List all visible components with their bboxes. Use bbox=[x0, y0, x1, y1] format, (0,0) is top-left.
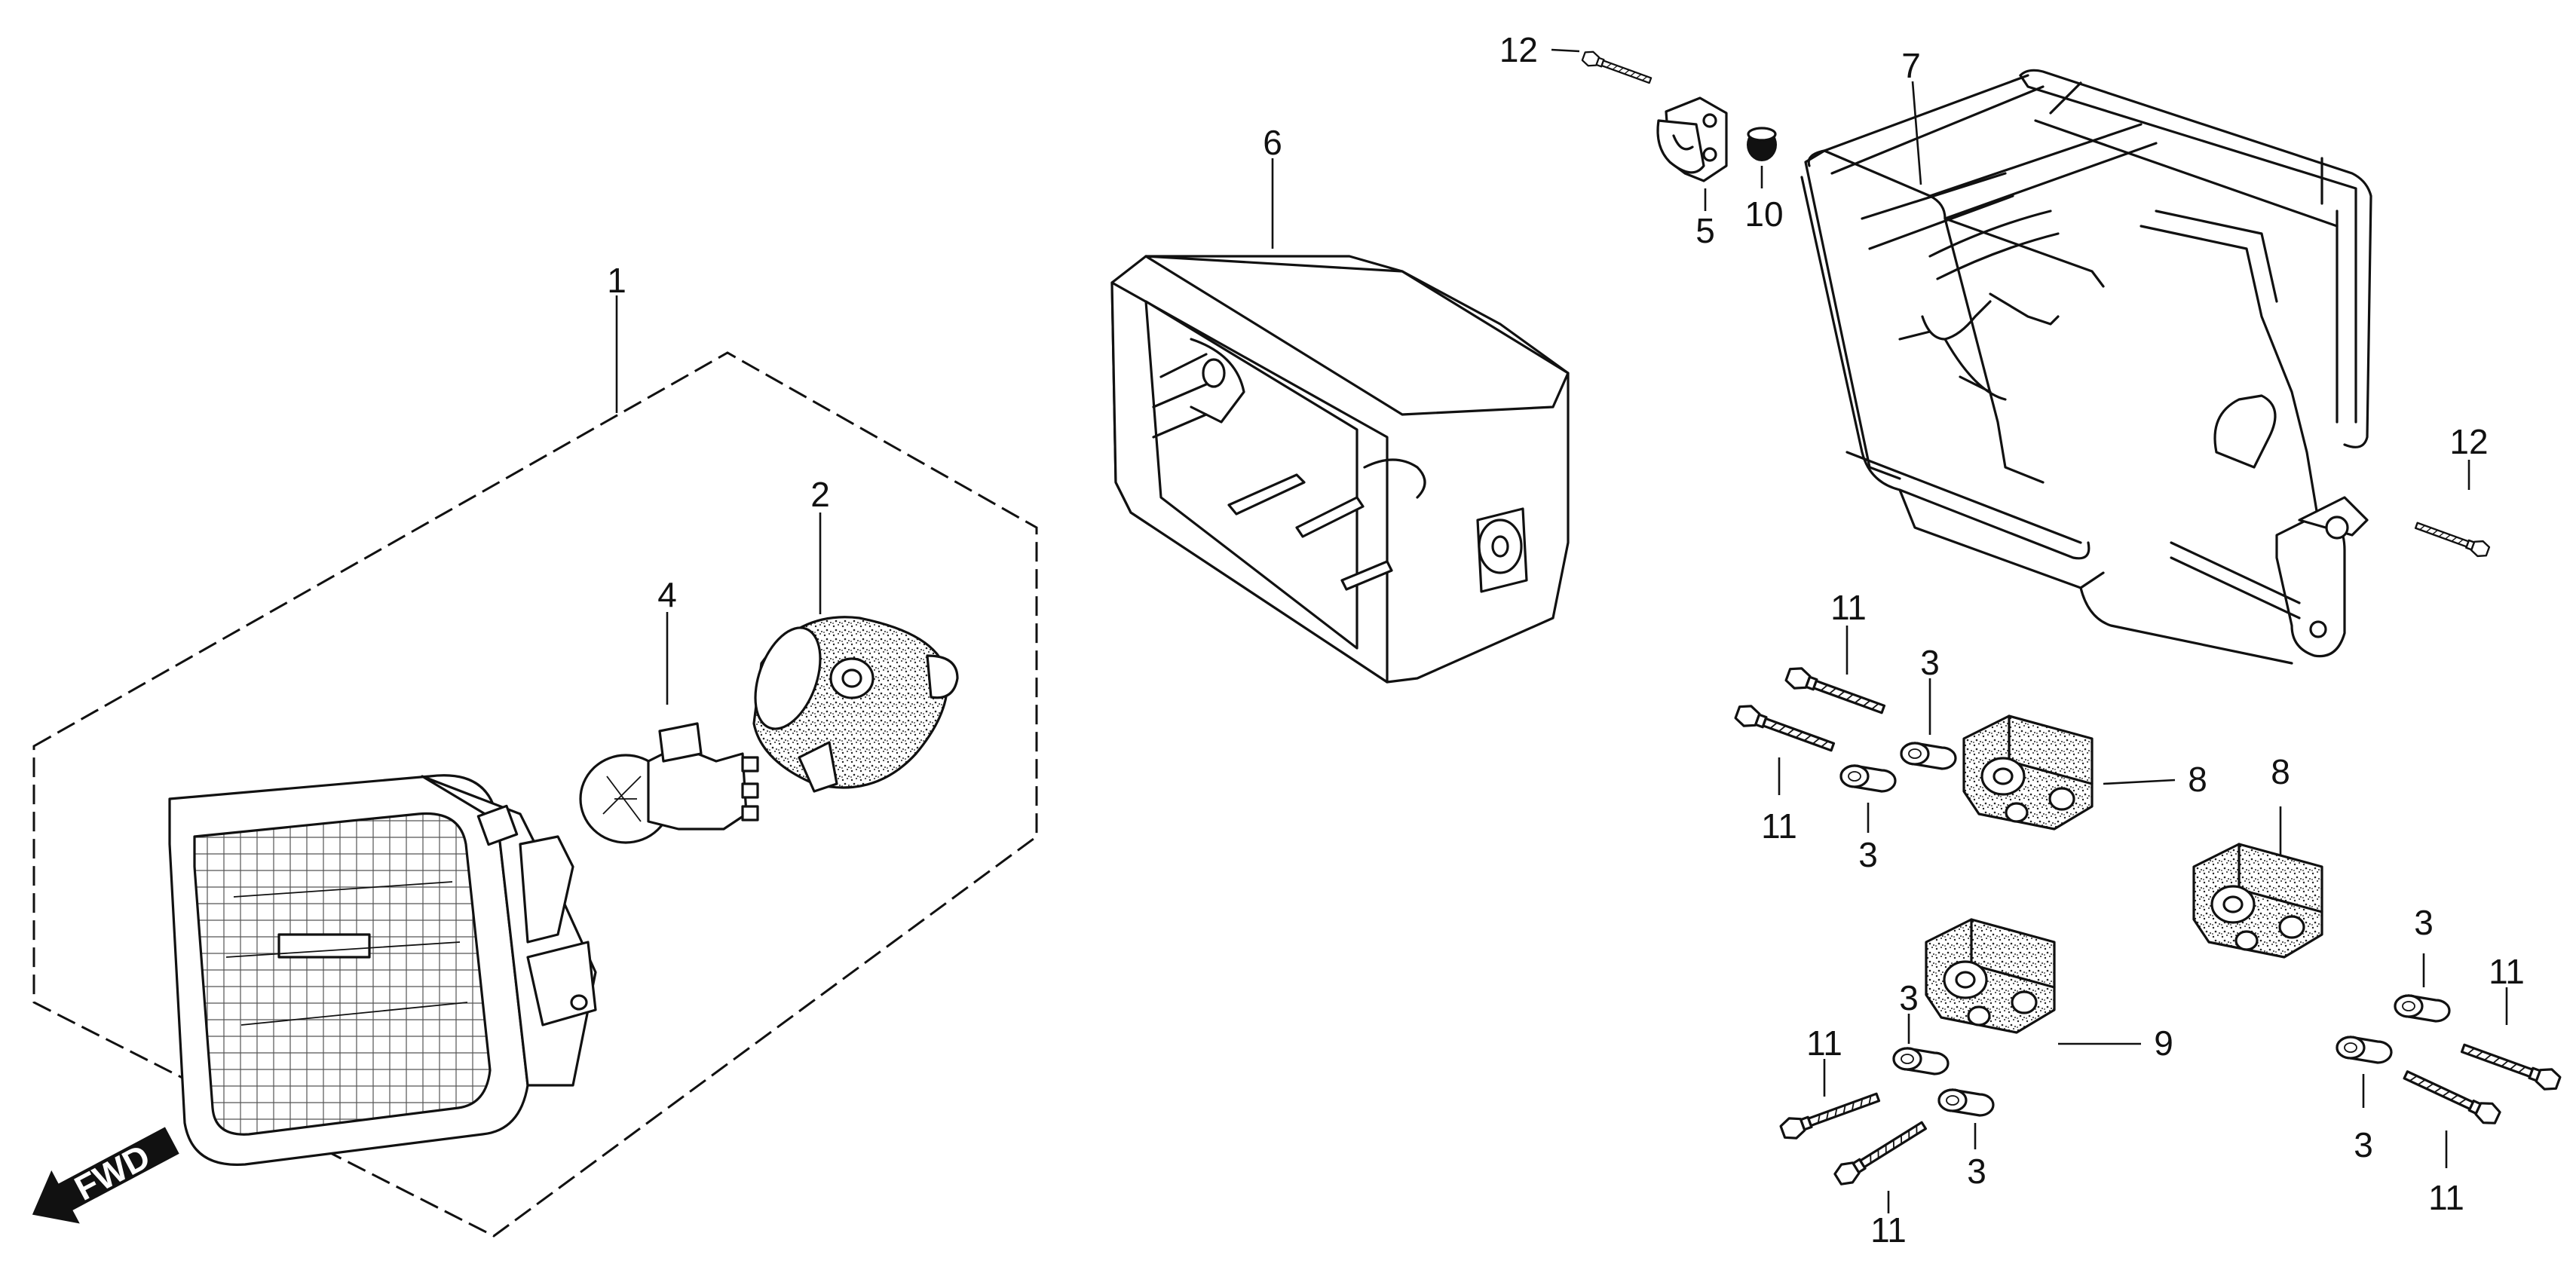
callout-case: 6 bbox=[1263, 123, 1282, 162]
bolt-right bbox=[2412, 517, 2492, 560]
callout-collar-d: 3 bbox=[1967, 1152, 1986, 1191]
callout-collar-e: 3 bbox=[2414, 903, 2434, 942]
callout-bolt-d: 11 bbox=[1870, 1210, 1907, 1250]
bulb-socket-cover bbox=[752, 616, 959, 793]
collar-b bbox=[1839, 764, 1897, 793]
callout-bolt-right: 12 bbox=[2449, 422, 2488, 461]
headlight-guard bbox=[1800, 69, 2372, 665]
stay-c bbox=[1925, 918, 2056, 1034]
fwd-direction-arrow: FWD bbox=[32, 1127, 179, 1224]
bulb bbox=[579, 722, 759, 844]
callout-stay-a: 8 bbox=[2188, 760, 2207, 799]
stay-a bbox=[1962, 714, 2094, 831]
assembly-boundary bbox=[32, 351, 1038, 1238]
collar-a bbox=[1900, 742, 1957, 770]
callout-collar-c: 3 bbox=[1899, 978, 1919, 1017]
bolt-top bbox=[1580, 48, 1654, 89]
fwd-label: FWD bbox=[68, 1137, 156, 1208]
stay-b bbox=[2192, 843, 2323, 959]
collar-c bbox=[1892, 1047, 1950, 1075]
callout-bolt-e: 11 bbox=[2489, 952, 2525, 991]
callout-guard: 7 bbox=[1901, 46, 1921, 85]
bolt-a bbox=[1783, 663, 1888, 721]
bolt-e bbox=[2458, 1037, 2563, 1094]
collar-f bbox=[2336, 1036, 2393, 1064]
headlight-case: 6 bbox=[1110, 123, 1570, 684]
callout-stay-b: 8 bbox=[2271, 752, 2290, 791]
callout-collar-b: 3 bbox=[1858, 835, 1878, 874]
collar-d bbox=[1937, 1088, 1995, 1117]
bolt-f bbox=[2400, 1063, 2504, 1129]
headlight-assembly-group: 1 4 2 bbox=[32, 261, 1038, 1238]
headlight-unit bbox=[168, 774, 597, 1166]
callout-collar-a: 3 bbox=[1920, 643, 1940, 682]
fwd-arrow-icon bbox=[32, 1127, 179, 1224]
callout-headlight-unit: 1 bbox=[607, 261, 626, 300]
bolt-b bbox=[1732, 701, 1838, 758]
callout-collar-f: 3 bbox=[2354, 1125, 2373, 1164]
callout-bolt-f: 11 bbox=[2428, 1178, 2464, 1217]
callout-bulb: 4 bbox=[657, 575, 677, 614]
mounting-bracket bbox=[1656, 96, 1728, 182]
collar-e bbox=[2394, 994, 2451, 1023]
callout-bulb-socket: 2 bbox=[810, 475, 830, 514]
callout-bolt-c: 11 bbox=[1806, 1023, 1842, 1063]
grommet bbox=[1747, 127, 1777, 161]
bolt-d bbox=[1831, 1115, 1931, 1189]
callout-bolt-b: 11 bbox=[1761, 806, 1797, 846]
callout-bracket: 5 bbox=[1695, 211, 1715, 250]
callout-grommet: 10 bbox=[1744, 194, 1783, 234]
callout-stay-c: 9 bbox=[2154, 1023, 2173, 1063]
callout-bolt-a: 11 bbox=[1830, 588, 1867, 627]
callout-bolt-top: 12 bbox=[1499, 30, 1538, 69]
bolt-c bbox=[1778, 1086, 1883, 1143]
